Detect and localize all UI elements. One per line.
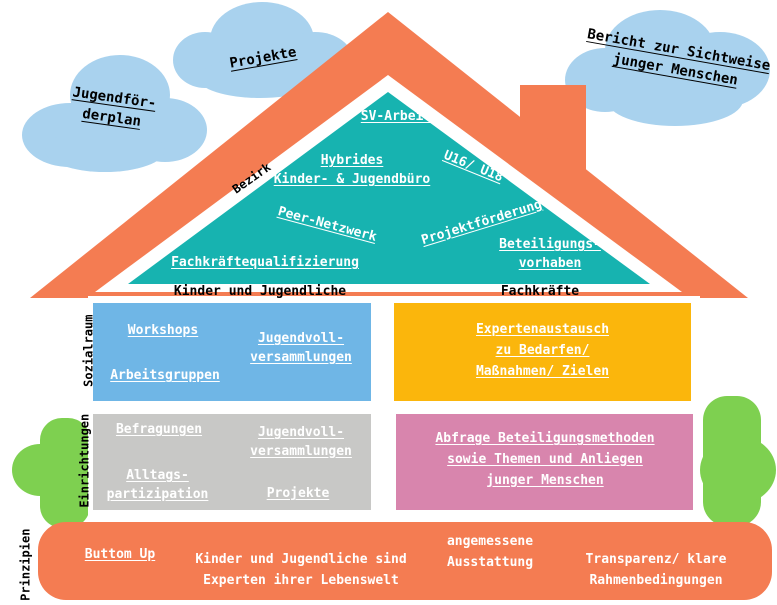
- item-expertenaustausch: Expertenaustausch zu Bedarfen/ Maßnahmen…: [475, 322, 610, 379]
- column-header-kinder: Kinder und Jugendliche: [173, 284, 347, 299]
- item-workshops: Workshops: [127, 323, 199, 338]
- item-arbeitsgruppen: Arbeitsgruppen: [110, 368, 220, 383]
- principle-buttom-up: Buttom Up: [84, 547, 156, 562]
- item-alltagspartizipation: Alltags- partizipation: [106, 468, 209, 502]
- cloud-bericht: [565, 10, 770, 126]
- principle-transparenz: Transparenz/ klare Rahmenbedingungen: [585, 552, 727, 588]
- row-label-einrichtungen: Einrichtungen: [77, 413, 92, 508]
- item-projekte-einrichtungen: Projekte: [266, 486, 330, 501]
- cloud-projekte: [173, 2, 353, 98]
- item-abfrage-beteiligungsmethoden: Abfrage Beteiligungsmethoden sowie Theme…: [435, 431, 655, 488]
- bush-right: [700, 396, 776, 526]
- foundation-prinzipien: [38, 522, 772, 600]
- roof-item-fachkraeftequalifizierung: Fachkräftequalifizierung: [171, 255, 359, 270]
- roof-item-hybrides: Hybrides Kinder- & Jugendbüro: [273, 153, 431, 187]
- column-header-fachkraefte: Fachkräfte: [500, 284, 580, 299]
- row-label-sozialraum: Sozialraum: [81, 314, 96, 387]
- roof-item-sv-arbeit: SV-Arbeit: [360, 109, 432, 124]
- roof-teal-triangle: [128, 92, 650, 284]
- item-jugendversammlungen-einrichtungen: Jugendvoll- versammlungen: [250, 425, 352, 459]
- box-einrichtungen-fach: [396, 414, 693, 510]
- principle-experten: Kinder und Jugendliche sind Experten ihr…: [195, 552, 407, 588]
- box-sozialraum-kinder: [93, 303, 371, 401]
- box-einrichtungen-kinder: [93, 414, 371, 510]
- item-befragungen: Befragungen: [115, 422, 203, 437]
- box-sozialraum-fach: [394, 303, 691, 401]
- principle-ausstattung: angemessene Ausstattung: [446, 534, 534, 570]
- cloud-jugendfoerderplan: [22, 55, 207, 172]
- roof-item-beteiligungsvorhaben: Beteiligungs- vorhaben: [499, 237, 601, 271]
- bush-left: [12, 418, 90, 528]
- row-label-prinzipien: Prinzipien: [18, 528, 33, 601]
- item-jugendversammlungen-sozialraum: Jugendvoll- versammlungen: [250, 331, 352, 365]
